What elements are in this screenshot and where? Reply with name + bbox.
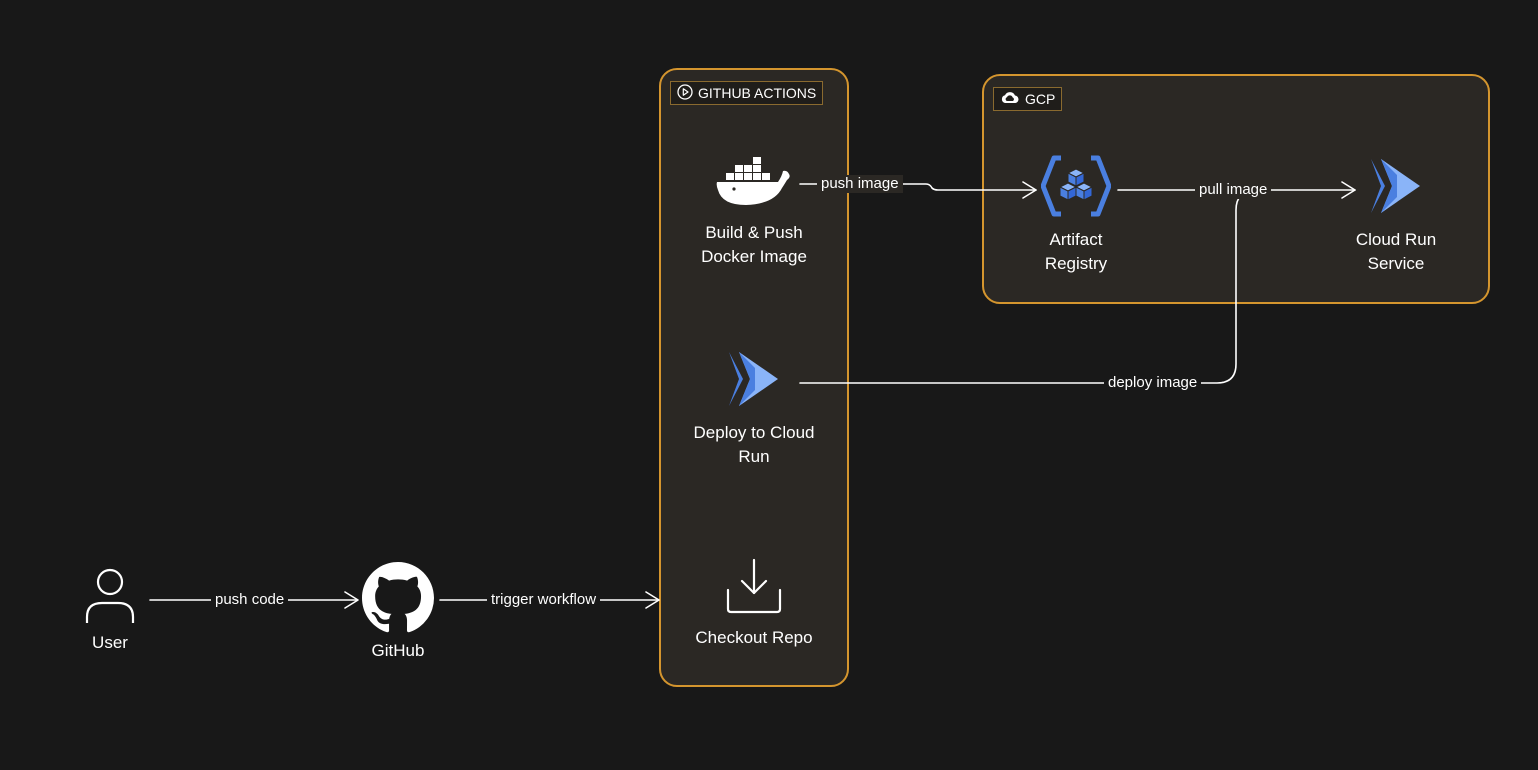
checkout-node[interactable]: Checkout Repo xyxy=(684,557,824,650)
edge-push-image xyxy=(799,183,1037,191)
cloud-run-node[interactable]: Cloud Run Service xyxy=(1336,157,1456,276)
deploy-label-line1: Deploy to Cloud xyxy=(693,423,815,442)
download-icon xyxy=(724,557,784,620)
artifact-label-line1: Artifact xyxy=(1049,230,1103,249)
cloud-run-service-icon xyxy=(1368,157,1424,220)
build-push-label-line2: Docker Image xyxy=(701,247,807,266)
edge-trigger-workflow-arrowhead xyxy=(645,591,660,609)
github-icon xyxy=(362,562,434,639)
deploy-node[interactable]: Deploy to Cloud Run xyxy=(674,350,834,469)
deploy-label: Deploy to Cloud Run xyxy=(694,421,815,469)
cloud-run-label: Cloud Run Service xyxy=(1356,228,1436,276)
edge-label-push-code: push code xyxy=(211,591,289,609)
github-actions-tag-label: GITHUB ACTIONS xyxy=(698,85,817,101)
user-icon xyxy=(82,568,138,631)
build-push-label: Build & Push Docker Image xyxy=(701,221,807,269)
checkout-label: Checkout Repo xyxy=(695,628,813,647)
deploy-label-line2: Run xyxy=(738,447,770,466)
github-actions-tag: GITHUB ACTIONS xyxy=(670,81,824,105)
edge-label-pull-image: pull image xyxy=(1195,181,1272,199)
artifact-registry-icon xyxy=(1040,155,1112,222)
artifact-label: Artifact Registry xyxy=(1045,228,1107,276)
cloud-icon xyxy=(1000,90,1020,109)
artifact-label-line2: Registry xyxy=(1044,254,1108,273)
play-circle-icon xyxy=(677,83,693,103)
gcp-tag-label: GCP xyxy=(1025,91,1056,107)
edge-push-code-arrowhead xyxy=(344,591,359,609)
github-node[interactable]: GitHub xyxy=(348,562,448,663)
build-push-node[interactable]: Build & Push Docker Image xyxy=(684,152,824,269)
user-node[interactable]: User xyxy=(60,568,160,655)
cloud-run-label-line1: Cloud Run xyxy=(1355,230,1437,249)
gcp-tag: GCP xyxy=(993,87,1063,111)
user-label: User xyxy=(92,633,128,652)
edge-label-deploy-image: deploy image xyxy=(1104,374,1202,392)
build-push-label-line1: Build & Push xyxy=(705,223,803,242)
edge-pull-image-arrowhead xyxy=(1341,181,1356,199)
cloud-run-label-line2: Service xyxy=(1367,254,1425,273)
edge-label-push-image: push image xyxy=(817,175,903,193)
edge-push-image-arrowhead xyxy=(1022,181,1037,199)
docker-icon xyxy=(716,152,792,213)
cloud-run-icon xyxy=(726,350,782,413)
artifact-node[interactable]: Artifact Registry xyxy=(1026,155,1126,276)
edge-label-trigger-workflow: trigger workflow xyxy=(487,591,601,609)
github-label: GitHub xyxy=(371,641,425,660)
